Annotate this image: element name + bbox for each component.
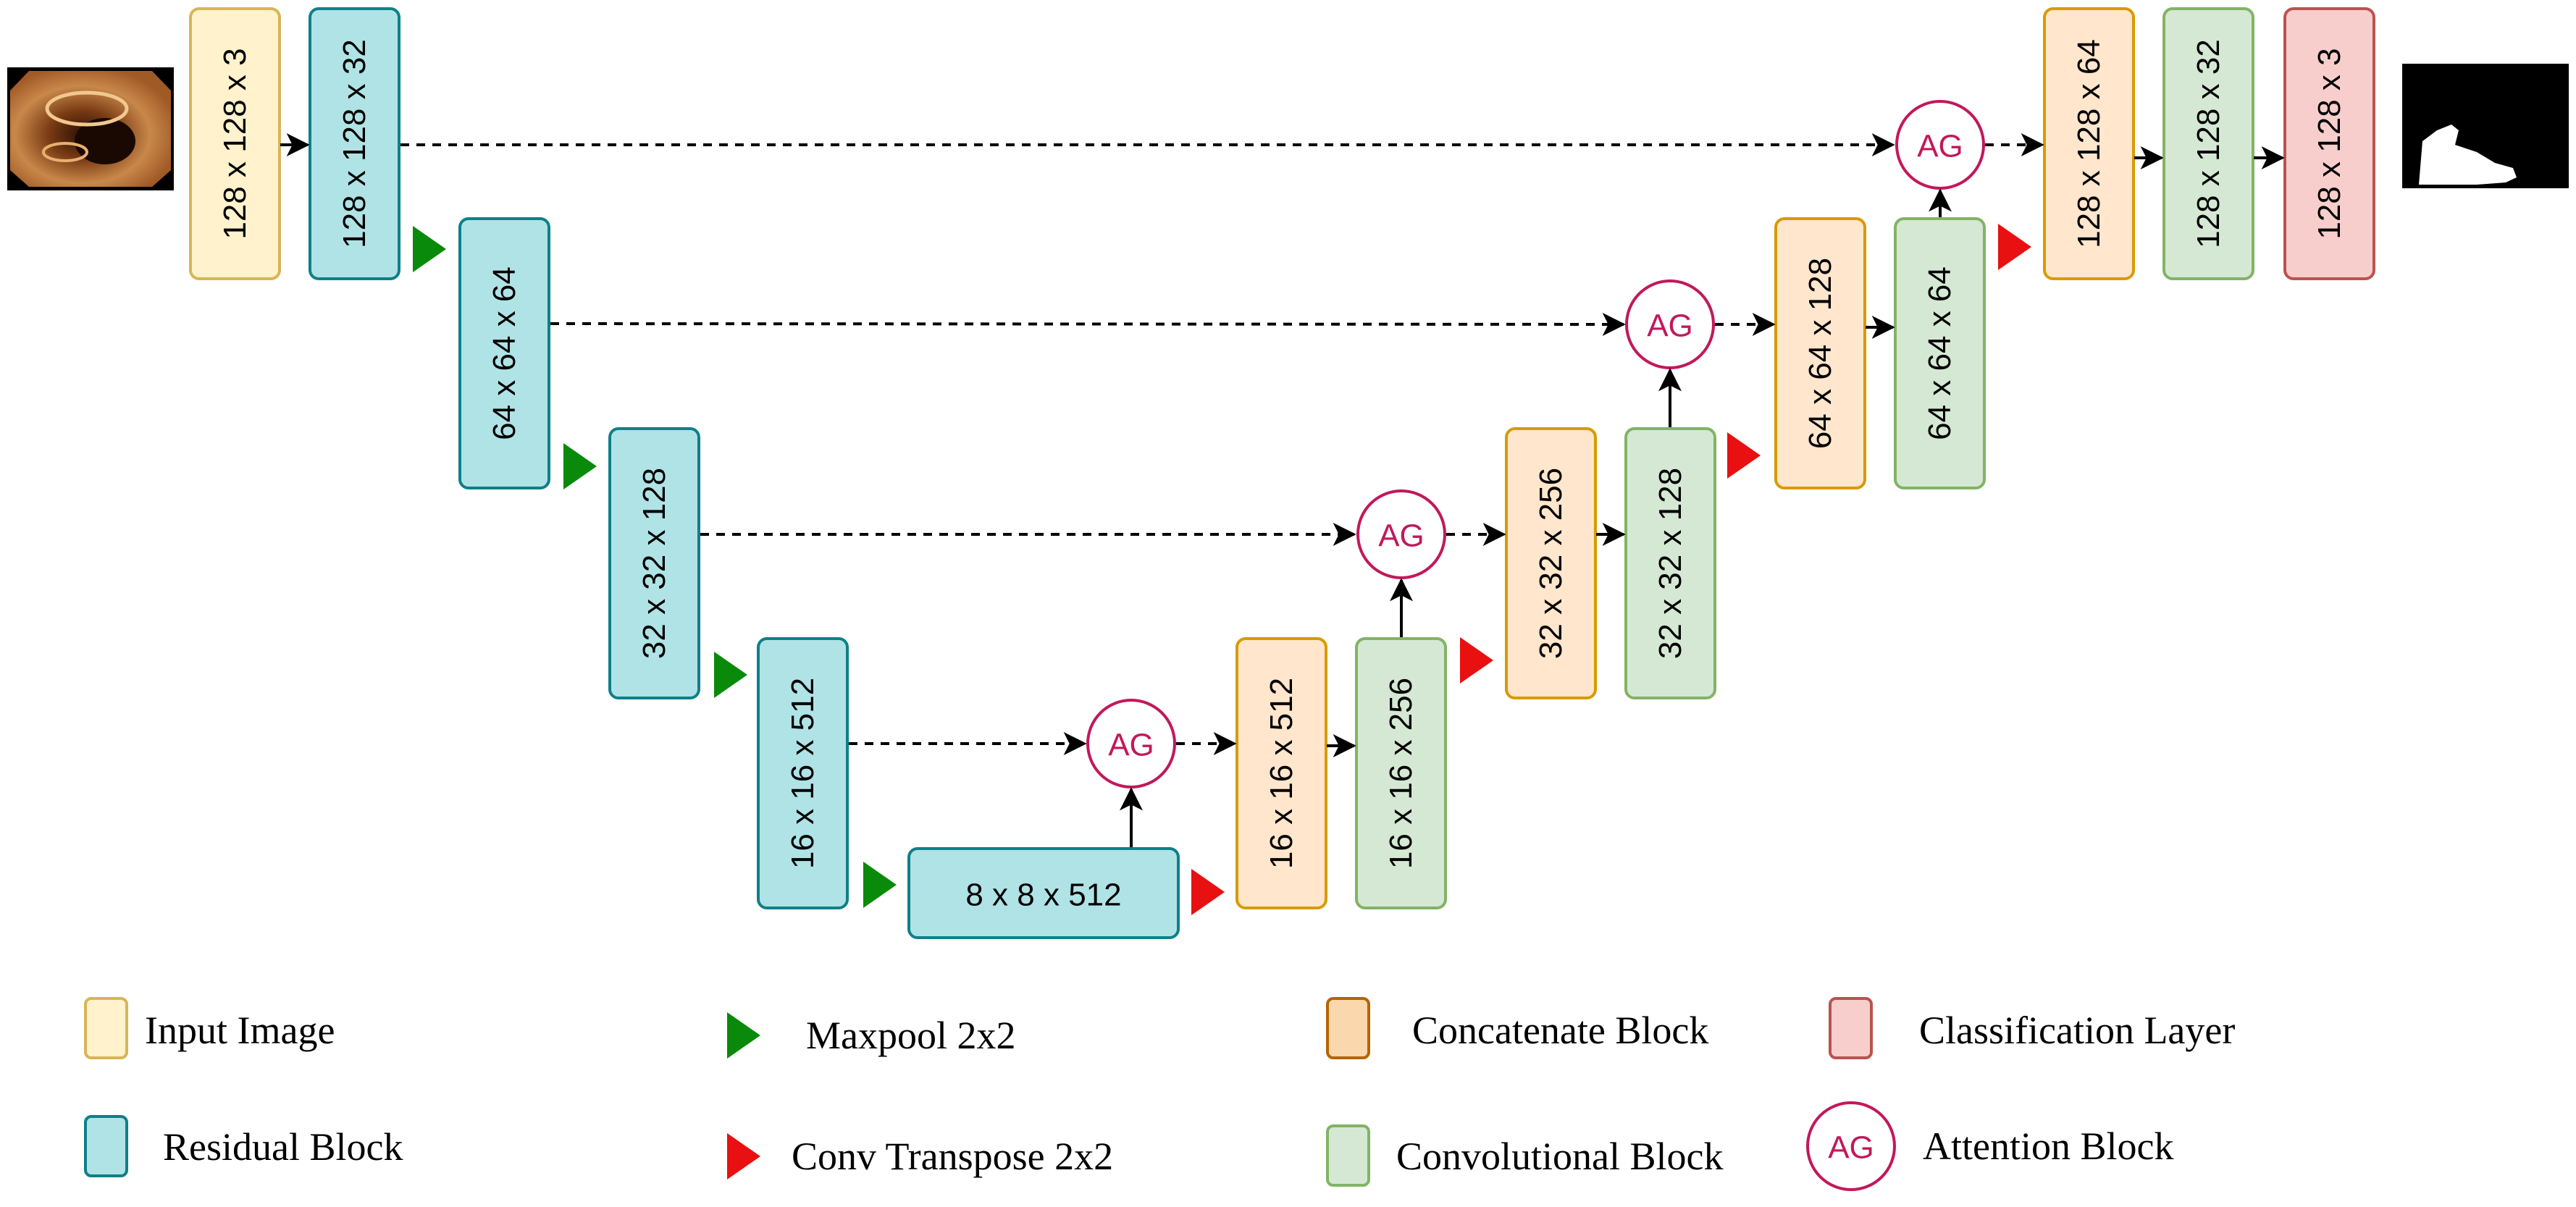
svg-text:64 x 64 x 128: 64 x 64 x 128 (1803, 258, 1838, 449)
conv-transpose-arrows (1191, 224, 2031, 915)
legend: Input Image Residual Block Maxpool 2x2 C… (84, 997, 2235, 1191)
svg-text:128 x 128 x 32: 128 x 128 x 32 (2191, 39, 2226, 248)
svg-text:16 x 16 x 512: 16 x 16 x 512 (1264, 678, 1299, 869)
input-colonoscopy-image (7, 67, 174, 190)
svg-text:AG: AG (1108, 728, 1154, 763)
legend-item-input: Input Image (84, 997, 335, 1059)
concat-block-2: 64 x 64 x 128 (1774, 217, 1866, 489)
svg-text:32 x 32 x 128: 32 x 32 x 128 (637, 468, 672, 659)
svg-text:64 x 64 x 64: 64 x 64 x 64 (1922, 266, 1958, 440)
svg-text:Conv Transpose 2x2: Conv Transpose 2x2 (792, 1135, 1113, 1178)
legend-item-classification: Classification Layer (1829, 997, 2235, 1059)
legend-item-attention: AG Attention Block (1806, 1101, 2173, 1191)
conv-transpose-icon (1998, 224, 2031, 270)
svg-text:Maxpool 2x2: Maxpool 2x2 (806, 1014, 1016, 1057)
bottleneck-residual-block: 8 x 8 x 512 (907, 847, 1180, 939)
maxpool-icon (714, 652, 747, 698)
maxpool-arrows (413, 226, 897, 908)
svg-text:32 x 32 x 256: 32 x 32 x 256 (1533, 468, 1569, 659)
svg-text:64 x 64 x 64: 64 x 64 x 64 (487, 266, 522, 440)
svg-text:Input Image: Input Image (145, 1009, 335, 1052)
legend-item-maxpool: Maxpool 2x2 (727, 1012, 1016, 1059)
maxpool-legend-icon (727, 1012, 760, 1059)
input-block: 128 x 128 x 3 (189, 7, 281, 280)
output-segmentation-mask (2402, 64, 2569, 188)
concat-block-3: 32 x 32 x 256 (1505, 427, 1597, 699)
maxpool-icon (863, 862, 897, 908)
svg-text:Convolutional Block: Convolutional Block (1396, 1135, 1724, 1178)
maxpool-icon (563, 443, 597, 489)
svg-text:8 x 8 x 512: 8 x 8 x 512 (965, 878, 1121, 913)
svg-text:128 x 128 x 3: 128 x 128 x 3 (217, 48, 253, 239)
svg-text:32 x 32 x 128: 32 x 32 x 128 (1653, 468, 1688, 659)
concat-block-1: 128 x 128 x 64 (2043, 7, 2135, 280)
svg-text:AG: AG (1378, 518, 1425, 554)
residual-block-2: 64 x 64 x 64 (458, 217, 550, 489)
svg-text:128 x 128 x 32: 128 x 128 x 32 (337, 39, 372, 248)
classification-block: 128 x 128 x 3 (2283, 7, 2375, 280)
legend-item-residual: Residual Block (84, 1115, 403, 1177)
legend-item-conv: Convolutional Block (1326, 1124, 1724, 1187)
legend-item-concat: Concatenate Block (1326, 997, 1708, 1059)
conv-transpose-legend-icon (727, 1133, 760, 1179)
svg-text:Residual Block: Residual Block (163, 1125, 403, 1169)
residual-block-4: 16 x 16 x 512 (757, 637, 849, 909)
conv-block-1: 128 x 128 x 32 (2162, 7, 2254, 280)
attention-gate-1: AG (1895, 100, 1985, 190)
conv-transpose-icon (1460, 637, 1493, 684)
skip-connections (400, 133, 2044, 755)
concat-block-4: 16 x 16 x 512 (1235, 637, 1327, 909)
svg-text:AG: AG (1917, 129, 1963, 164)
svg-text:128 x 128 x 3: 128 x 128 x 3 (2312, 48, 2347, 239)
svg-text:16 x 16 x 256: 16 x 16 x 256 (1383, 678, 1419, 869)
conv-block-2: 64 x 64 x 64 (1894, 217, 1986, 489)
conv-block-4: 16 x 16 x 256 (1355, 637, 1447, 909)
conv-transpose-icon (1191, 869, 1225, 915)
attention-gate-3: AG (1356, 489, 1446, 579)
solid-arrows (280, 133, 2285, 847)
svg-text:AG: AG (1828, 1130, 1874, 1166)
residual-block-1: 128 x 128 x 32 (309, 7, 400, 280)
conv-block-3: 32 x 32 x 128 (1624, 427, 1716, 699)
svg-text:16 x 16 x 512: 16 x 16 x 512 (785, 678, 821, 869)
residual-block-3: 32 x 32 x 128 (608, 427, 700, 699)
svg-text:Classification Layer: Classification Layer (1919, 1009, 2235, 1052)
attention-gate-2: AG (1625, 279, 1715, 369)
svg-text:Attention Block: Attention Block (1923, 1124, 2173, 1168)
maxpool-icon (413, 226, 446, 272)
attention-gate-4: AG (1086, 699, 1176, 788)
legend-item-conv-transpose: Conv Transpose 2x2 (727, 1133, 1113, 1179)
svg-text:Concatenate Block: Concatenate Block (1412, 1009, 1708, 1052)
svg-text:AG: AG (1647, 308, 1693, 344)
svg-text:128 x 128 x 64: 128 x 128 x 64 (2071, 39, 2107, 248)
conv-transpose-icon (1727, 432, 1761, 479)
